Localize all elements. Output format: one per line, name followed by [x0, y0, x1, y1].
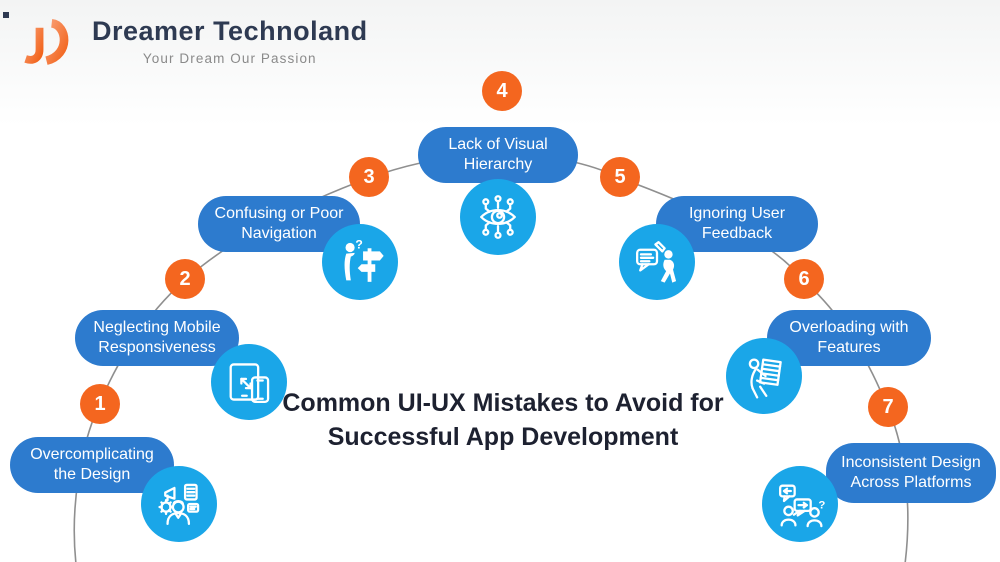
step-1-badge: 1: [80, 384, 120, 424]
mistake-6-pill: Overloading with Features: [767, 310, 931, 366]
tablet-phone-resize-icon: [211, 344, 287, 420]
step-5-badge: 5: [600, 157, 640, 197]
step-4-badge: 4: [482, 71, 522, 111]
mistake-6-label: Overloading with Features: [789, 319, 909, 356]
dreamer-technoland-logo-icon: [18, 19, 69, 65]
page-title-line1: Common UI-UX Mistakes to Avoid for: [282, 389, 724, 417]
step-3-badge: 3: [349, 157, 389, 197]
brand-tagline: Your Dream Our Passion: [142, 51, 317, 66]
walking-away-from-feedback-icon: [619, 224, 695, 300]
mistake-5-pill: Ignoring User Feedback: [656, 196, 818, 252]
mistake-2-label: Neglecting Mobile Responsiveness: [93, 319, 221, 356]
eye-network-icon: [460, 179, 536, 255]
mistake-7-label: Inconsistent Design Across Platforms: [841, 454, 981, 491]
mismatched-conversation-icon: ?: [762, 466, 838, 542]
brand-text: Dreamer Technoland Your Dream Our Passio…: [92, 6, 368, 66]
question-mark-glyph: ?: [355, 237, 362, 251]
step-2-badge: 2: [165, 259, 205, 299]
page-title: Common UI-UX Mistakes to Avoid for Succe…: [255, 386, 751, 454]
mistake-7-pill: Inconsistent Design Across Platforms: [826, 443, 996, 503]
page-title-line2: Successful App Development: [327, 423, 679, 451]
brand-header: Dreamer Technoland Your Dream Our Passio…: [3, 6, 368, 72]
mistake-1-label: Overcomplicating the Design: [30, 446, 154, 483]
brand-name: Dreamer Technoland: [92, 16, 368, 46]
mistake-4-label: Lack of Visual Hierarchy: [448, 136, 548, 173]
mistake-2-pill: Neglecting Mobile Responsiveness: [75, 310, 239, 366]
mistake-5-label: Ignoring User Feedback: [688, 205, 786, 242]
mistake-3-label: Confusing or Poor Navigation: [214, 205, 344, 242]
designer-megaphone-gear-icon: [141, 466, 217, 542]
step-6-badge: 6: [784, 259, 824, 299]
mistake-4-pill: Lack of Visual Hierarchy: [418, 127, 578, 183]
step-7-badge: 7: [868, 387, 908, 427]
brand-accent-square: [3, 12, 9, 18]
person-signpost-question-icon: ?: [322, 224, 398, 300]
person-carrying-load-icon: [726, 338, 802, 414]
question-mark-glyph: ?: [818, 500, 825, 512]
